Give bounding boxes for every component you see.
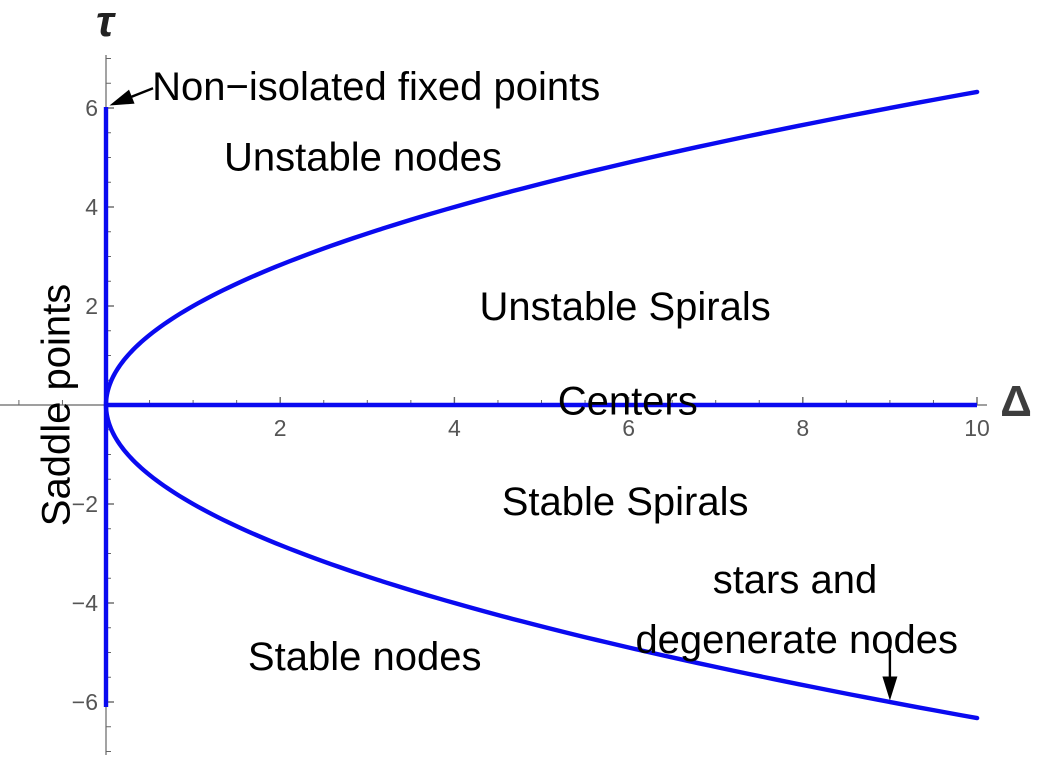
label-stable-nodes: Stable nodes [248, 635, 482, 679]
x-tick-label: 10 [964, 415, 990, 441]
label-stars-line1: stars and [713, 558, 878, 602]
y-tick-label: −6 [72, 689, 98, 715]
label-saddle-points: Saddle points [34, 284, 78, 526]
x-tick-label: 6 [622, 415, 635, 441]
label-unstable-spirals: Unstable Spirals [479, 285, 770, 329]
label-unstable-nodes: Unstable nodes [224, 136, 502, 180]
parabola-upper-curve [103, 89, 980, 408]
parabola-lower-curve [103, 402, 980, 721]
x-tick-label: 2 [274, 415, 287, 441]
y-tick-label: 2 [85, 293, 98, 319]
y-tick-label: 6 [85, 95, 98, 121]
x-axis-label: Δ [1000, 377, 1032, 426]
y-tick-label: −2 [72, 491, 98, 517]
non-isolated-arrow-head [109, 89, 135, 106]
label-centers: Centers [558, 380, 698, 424]
x-tick-label: 8 [796, 415, 809, 441]
x-tick-label: 4 [448, 415, 461, 441]
label-stars-line2: degenerate nodes [635, 618, 958, 662]
y-axis-label: τ [96, 0, 114, 46]
y-tick-label: 4 [85, 194, 98, 220]
label-stable-spirals: Stable Spirals [502, 480, 749, 524]
label-non-isolated: Non−isolated fixed points [152, 65, 600, 109]
degenerate-arrow-head [882, 676, 898, 701]
y-tick-label: −4 [72, 590, 98, 616]
